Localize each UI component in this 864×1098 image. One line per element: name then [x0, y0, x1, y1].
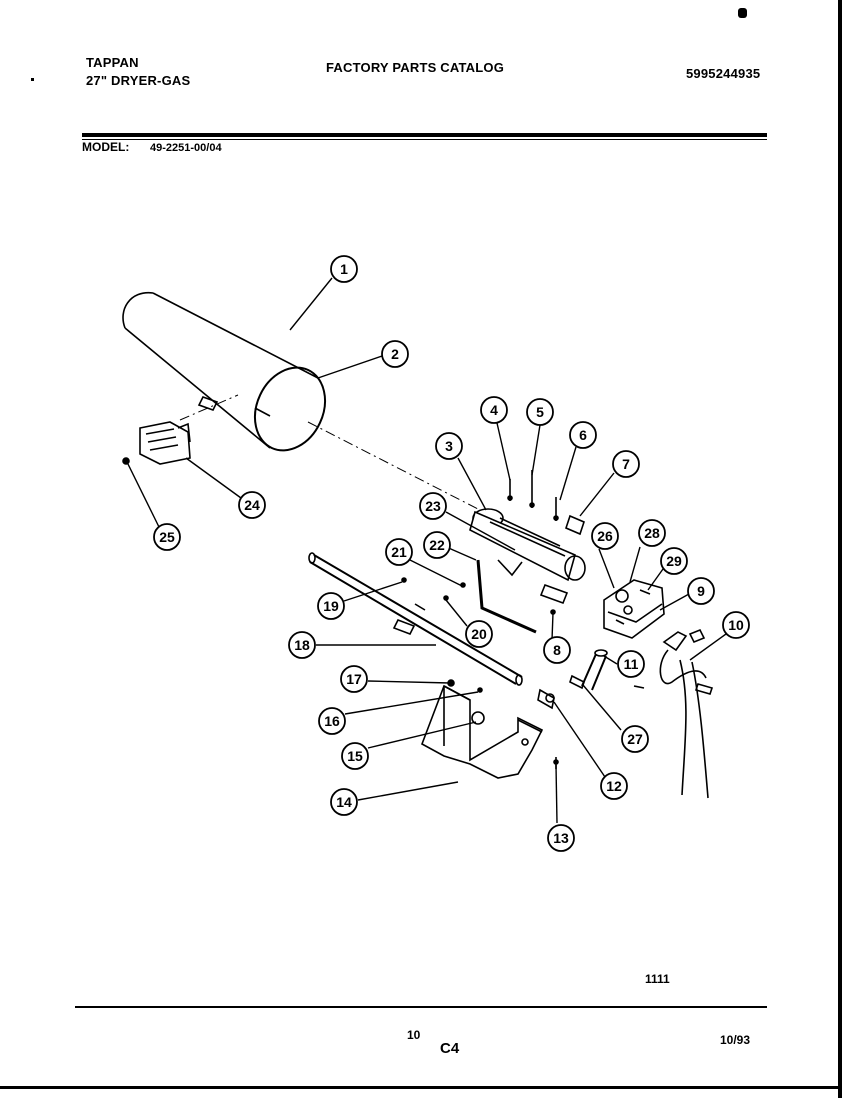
svg-text:29: 29 — [666, 553, 682, 569]
svg-text:20: 20 — [471, 626, 487, 642]
callout-6: 6 — [569, 421, 597, 449]
svg-text:15: 15 — [347, 748, 363, 764]
heater-drum — [122, 292, 326, 452]
gas-valve — [603, 579, 665, 639]
svg-text:18: 18 — [294, 637, 310, 653]
svg-text:1: 1 — [340, 261, 348, 277]
burner-assembly — [469, 470, 586, 634]
catalog-number: 5995244935 — [686, 66, 761, 81]
callout-12: 12 — [600, 772, 628, 800]
callout-26: 26 — [591, 522, 619, 550]
svg-text:8: 8 — [553, 642, 561, 658]
svg-text:12: 12 — [606, 778, 622, 794]
page-number: 10 — [407, 1028, 421, 1042]
mounting-bracket — [421, 679, 559, 779]
catalog-title: FACTORY PARTS CATALOG — [326, 60, 505, 75]
callout-8: 8 — [543, 636, 571, 664]
svg-text:17: 17 — [346, 671, 362, 687]
callout-7: 7 — [612, 450, 640, 478]
header-rule — [82, 133, 767, 137]
svg-text:26: 26 — [597, 528, 613, 544]
callout-15: 15 — [341, 742, 369, 770]
callout-28: 28 — [638, 519, 666, 547]
illustration-number: 1111 — [645, 972, 670, 986]
callout-16: 16 — [318, 707, 346, 735]
callout-14: 14 — [330, 788, 358, 816]
callout-10: 10 — [722, 611, 750, 639]
page-bottom-edge — [0, 1086, 842, 1089]
callout-3: 3 — [435, 432, 463, 460]
svg-text:24: 24 — [244, 497, 260, 513]
callout-25: 25 — [153, 523, 181, 551]
svg-text:2: 2 — [391, 346, 399, 362]
svg-text:22: 22 — [429, 537, 445, 553]
callout-2: 2 — [381, 340, 409, 368]
callout-19: 19 — [317, 592, 345, 620]
scan-speck — [738, 8, 747, 18]
leader-lines — [126, 277, 727, 824]
svg-text:16: 16 — [324, 713, 340, 729]
callout-18: 18 — [288, 631, 316, 659]
callout-13: 13 — [547, 824, 575, 852]
callout-21: 21 — [385, 538, 413, 566]
scan-speck — [31, 78, 34, 81]
callout-9: 9 — [687, 577, 715, 605]
callout-17: 17 — [340, 665, 368, 693]
model-number: 49-2251-00/04 — [150, 142, 222, 154]
svg-text:6: 6 — [579, 427, 587, 443]
callout-27: 27 — [621, 725, 649, 753]
svg-text:28: 28 — [644, 525, 660, 541]
product-name: 27" DRYER-GAS — [86, 73, 191, 88]
callout-23: 23 — [419, 492, 447, 520]
callout-24: 24 — [238, 491, 266, 519]
svg-text:13: 13 — [553, 830, 569, 846]
igniter-bracket — [122, 421, 191, 465]
model-label: MODEL: — [82, 140, 130, 154]
svg-text:9: 9 — [697, 583, 705, 599]
callout-5: 5 — [526, 398, 554, 426]
callout-22: 22 — [423, 531, 451, 559]
svg-text:7: 7 — [622, 456, 630, 472]
brand-name: TAPPAN — [86, 55, 139, 70]
header-rule-thin — [82, 139, 767, 140]
section-code: C4 — [440, 1040, 460, 1057]
callout-20: 20 — [465, 620, 493, 648]
footer-rule — [75, 1006, 767, 1008]
svg-text:4: 4 — [490, 402, 498, 418]
svg-text:11: 11 — [624, 656, 639, 672]
callout-29: 29 — [660, 547, 688, 575]
svg-text:19: 19 — [323, 598, 339, 614]
wire-harness — [633, 628, 714, 799]
page-right-edge — [838, 0, 842, 1098]
callout-4: 4 — [480, 396, 508, 424]
pipe-fittings — [537, 649, 608, 710]
callout-11: 11 — [617, 650, 645, 678]
svg-text:25: 25 — [159, 529, 175, 545]
svg-text:14: 14 — [336, 794, 352, 810]
svg-text:27: 27 — [627, 731, 643, 747]
svg-text:3: 3 — [445, 438, 453, 454]
svg-text:10: 10 — [728, 617, 744, 633]
svg-text:5: 5 — [536, 404, 544, 420]
gas-pipe — [308, 552, 523, 686]
revision-date: 10/93 — [720, 1033, 751, 1047]
svg-text:23: 23 — [425, 498, 441, 514]
callout-1: 1 — [330, 255, 358, 283]
svg-text:21: 21 — [391, 544, 407, 560]
